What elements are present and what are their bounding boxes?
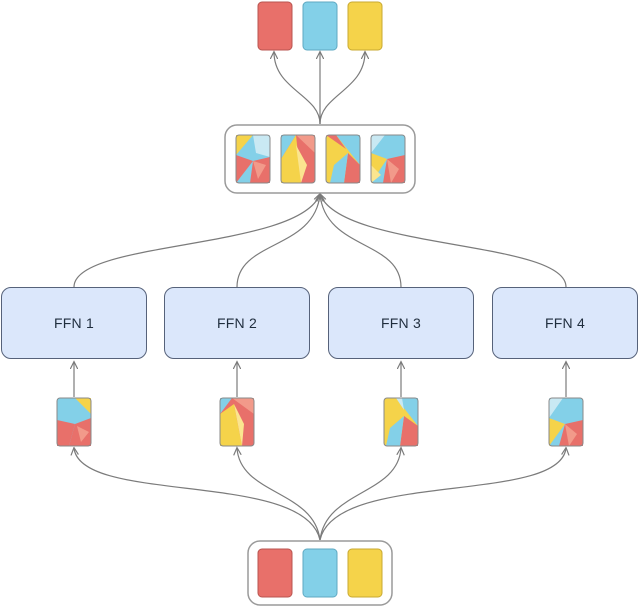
input-token-red: [257, 548, 293, 598]
arrow-combined-to-output-red: [274, 52, 321, 125]
expert-token-3: [383, 397, 419, 447]
input-token-blue: [302, 548, 338, 598]
ffn-4-label: FFN 4: [545, 315, 585, 331]
arrow-input-to-ffn-2: [237, 448, 321, 541]
arrow-ffn-1-to-combined: [73, 194, 320, 288]
arrow-ffn-4-to-combined: [320, 194, 567, 288]
combined-group-frame: [224, 124, 416, 194]
mixed-token-1: [235, 134, 271, 184]
expert-token-1: [56, 397, 92, 447]
ffn-4-box: FFN 4: [492, 287, 638, 359]
input-token-yellow: [347, 548, 383, 598]
arrow-ffn-3-to-combined: [320, 194, 402, 288]
ffn-3-label: FFN 3: [381, 315, 421, 331]
ffn-2-label: FFN 2: [217, 315, 257, 331]
arrow-ffn-2-to-combined: [236, 194, 320, 288]
arrow-input-to-ffn-1: [74, 448, 321, 541]
mixed-token-4: [370, 134, 406, 184]
input-token-group: [247, 540, 393, 606]
output-token-red: [257, 1, 293, 51]
ffn-2-box: FFN 2: [164, 287, 310, 359]
arrow-combined-to-output-yellow: [319, 52, 365, 125]
output-token-blue: [302, 1, 338, 51]
mixed-token-3: [325, 134, 361, 184]
expert-tokens: [56, 397, 584, 447]
connection-arrows: [73, 52, 567, 541]
output-tokens: [257, 1, 383, 51]
output-token-yellow: [347, 1, 383, 51]
ffn-1-label: FFN 1: [54, 315, 94, 331]
ffn-3-box: FFN 3: [328, 287, 474, 359]
arrow-input-to-ffn-3: [319, 448, 401, 541]
ffn-1-box: FFN 1: [1, 287, 147, 359]
arrow-input-to-ffn-4: [319, 448, 566, 541]
expert-token-2: [219, 397, 255, 447]
mixed-token-2: [280, 134, 316, 184]
combined-token-group: [224, 124, 416, 194]
expert-token-4: [548, 397, 584, 447]
